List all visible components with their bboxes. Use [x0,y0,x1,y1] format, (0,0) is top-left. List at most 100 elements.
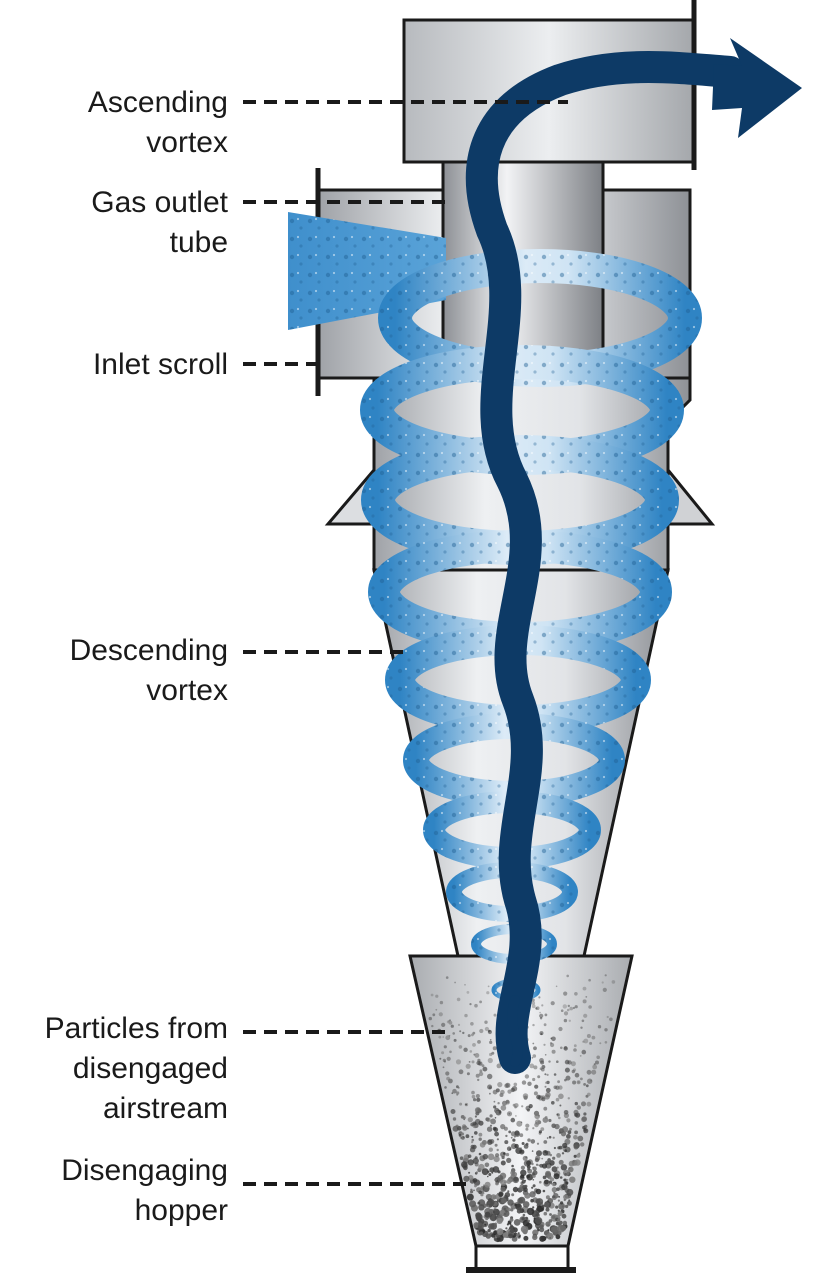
particle [523,1187,528,1193]
particle [596,1055,600,1060]
particle [484,1020,488,1024]
particle [602,987,607,993]
particle [469,1200,477,1208]
particle [580,1142,585,1147]
particle [494,1117,497,1119]
particle [566,1200,572,1206]
particle [507,1089,512,1094]
particle [506,1111,513,1117]
particle [457,1023,461,1026]
particle [544,1150,547,1154]
particle [577,1135,584,1142]
particle [544,1094,550,1100]
particle [565,1181,569,1185]
particle [544,1085,547,1088]
particle [497,1102,500,1105]
particle [467,1159,474,1166]
particle [559,1104,562,1107]
particle [581,1049,587,1055]
particle [465,1103,467,1106]
particle [471,1090,475,1095]
particle [461,1161,468,1168]
particle [548,1135,552,1139]
particle [515,1115,517,1117]
particle [487,1229,491,1233]
particle [462,1125,468,1131]
particle [581,1116,587,1123]
outflow-arrow-head [712,38,802,138]
particle [510,1208,514,1212]
particle [446,1056,451,1061]
particle [573,1048,577,1052]
particle [562,1187,565,1190]
particle [555,985,558,988]
particle [523,1144,529,1149]
particle [566,1188,574,1196]
particle [507,1207,511,1212]
particle [562,1142,568,1149]
particle [541,1204,545,1209]
particle [448,1020,453,1025]
particle [506,1157,512,1163]
particle [514,1131,520,1137]
particle [493,1127,499,1132]
particle [442,1036,445,1038]
particle [498,1191,504,1198]
particle [539,1180,542,1184]
particle [443,1045,447,1049]
particle [492,1166,500,1173]
particle [487,1057,493,1064]
particle [477,1201,481,1205]
particle [478,1222,483,1227]
particle [523,1235,529,1241]
particle [516,1208,522,1214]
particle [511,1086,518,1092]
particle [536,1094,541,1100]
particle [510,1117,516,1123]
particle [489,1040,493,1044]
particle [566,1118,571,1123]
particle [585,1084,589,1088]
particle [555,1234,561,1240]
particle [474,1003,478,1008]
particle [472,1178,478,1183]
particle [454,981,456,984]
particle [560,1225,567,1232]
particle [524,1074,530,1079]
particle [556,1187,560,1191]
particle [561,1213,567,1219]
particle [495,1204,498,1207]
particle [484,1181,491,1188]
particle [487,985,490,988]
particle [601,981,604,984]
particle [441,1051,445,1055]
particle [574,1113,578,1117]
particle [497,1082,503,1088]
label-descending-vortex-line2: vortex [146,674,228,707]
particle [442,1066,445,1069]
particle [489,1114,493,1118]
particle [472,1031,476,1035]
particle [557,1146,561,1150]
particle [532,1234,538,1241]
particle [541,1097,546,1102]
particle [563,1178,567,1182]
label-gas-outlet-tube-line1: Gas outlet [91,186,228,219]
particle [569,1176,576,1183]
particle [579,1055,582,1057]
particle [494,1131,499,1137]
particle [557,1231,562,1236]
particle [486,1117,491,1122]
particle [509,1148,512,1150]
particle [564,1149,568,1153]
particle [470,1144,475,1149]
particle [546,1137,549,1139]
particle [556,1166,559,1169]
particle [521,1080,527,1085]
particle [557,1080,560,1084]
particle [520,1121,523,1124]
particle [500,1089,505,1095]
particle [439,1057,442,1060]
particle [566,974,569,978]
particle [542,1175,547,1180]
